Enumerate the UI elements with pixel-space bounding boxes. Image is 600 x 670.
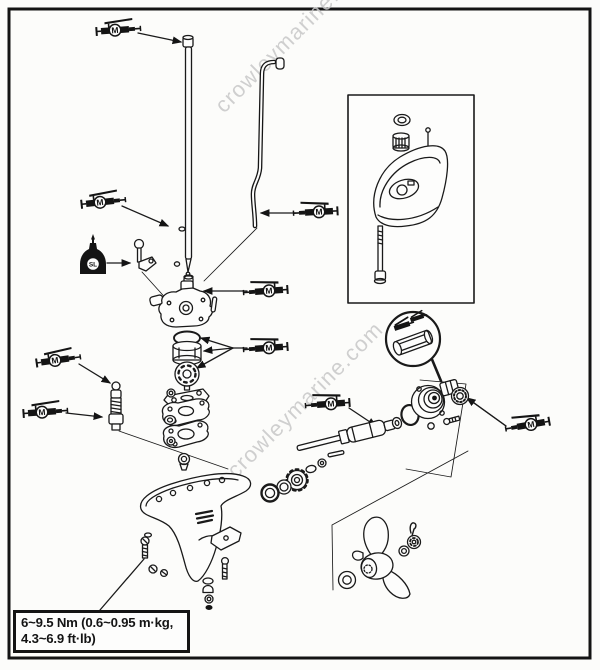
svg-text:M: M [96,197,104,208]
water-tube [250,57,285,229]
inset-long-bolt [373,225,387,285]
propeller-blade [363,516,389,559]
torque-note-line1: 6~9.5 Nm (0.6~0.95 m·kg, [21,615,174,630]
grease-callout: M [79,187,127,212]
bearing-carrier [410,384,446,420]
mini-grease-icon [393,316,415,331]
page-frame-border [7,7,592,660]
bearing-carrier-group [391,378,470,430]
gear-housing [139,472,252,582]
svg-text:M: M [51,355,59,366]
svg-text:M: M [315,207,323,217]
svg-text:M: M [265,285,273,295]
driveshaft-clip [178,226,186,232]
inset-grommet [393,113,411,127]
watermark-text: crowleymarine.com [222,316,388,482]
oil-callout-sl: SL [80,234,106,274]
svg-text:M: M [265,342,273,352]
torque-note-box: 6~9.5 Nm (0.6~0.95 m·kg, 4.3~6.9 ft·lb) [13,610,190,654]
grease-callout: M [241,334,289,357]
group-panel-outlines [331,379,469,591]
propeller [337,516,422,599]
svg-text:M: M [111,25,119,35]
propeller-nut [406,534,422,550]
dowel-pin [210,296,218,313]
grease-callout: M [291,198,339,220]
shift-rod [133,238,157,272]
lower-bushing [177,452,191,466]
grease-callout: M [502,409,552,436]
driveshaft [173,34,194,297]
propeller-blade [382,569,411,599]
grease-callout: M [21,398,69,421]
inset-upper-casing [373,145,449,228]
magnifier-inset-circle [384,309,443,383]
cotter-pin [409,522,417,537]
grease-callout: M [303,390,351,413]
shift-rod-spring [108,381,124,431]
impeller [174,361,200,391]
propeller-shaft [296,419,396,452]
torque-note-line2: 4.3~6.9 ft·lb) [21,631,96,647]
inset-upper-casing-box [347,94,475,304]
grease-callout: M [94,16,142,39]
tube-grommet [275,57,285,70]
grease-callouts: M M M M M M M M M [21,16,552,436]
mini-grease-icon [409,309,428,323]
leader-lines [65,32,507,611]
carrier-ring-nut [450,386,470,406]
svg-text:M: M [38,407,46,417]
grease-callout: M [241,277,289,300]
propeller-blade [351,550,364,561]
water-pump-assembly [149,280,218,471]
needle-bearing [392,329,434,356]
propeller-spacer [398,545,410,557]
inset-splined-nut [392,132,410,152]
pump-housing [158,287,214,328]
housing-fasteners [140,532,230,610]
thrust-washer [337,570,357,590]
grease-callout: M [34,344,83,370]
impeller-cup [172,340,202,366]
svg-text:M: M [327,398,335,408]
shaft-small-parts [260,450,345,503]
svg-text:SL: SL [89,261,97,268]
svg-text:M: M [527,419,536,430]
anode-plate [210,526,242,551]
